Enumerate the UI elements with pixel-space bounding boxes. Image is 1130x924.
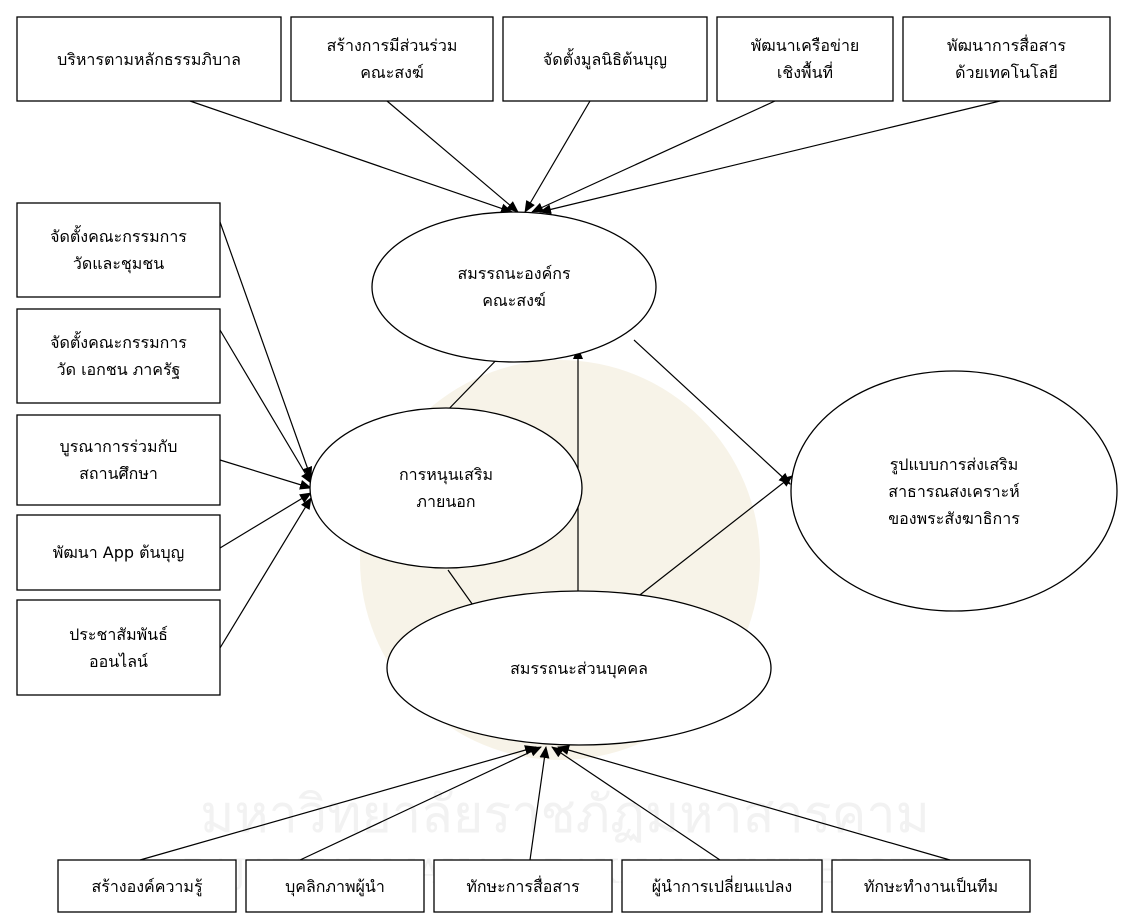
- top-box-2-label-line: สร้างการมีส่วนร่วม: [326, 36, 458, 55]
- ellipse-external-label-line: การหนุนเสริม: [398, 465, 494, 484]
- left-box-4-label-line: พัฒนา App ต้นบุญ: [52, 543, 185, 562]
- arrow-org-to-model: [633, 339, 791, 485]
- arrow-left-2: [219, 329, 312, 484]
- ellipse-org-label: สมรรถนะองค์กรคณะสงฆ์: [372, 212, 656, 362]
- bottom-box-2-label-line: บุคลิกภาพผู้นำ: [285, 876, 385, 896]
- left-box-5: [16, 599, 221, 696]
- top-box-1-label-line: บริหารตามหลักธรรมภิบาล: [57, 49, 241, 69]
- top-box-3-label-line: จัดตั้งมูลนิธิต้นบุญ: [542, 49, 668, 69]
- left-box-1-label-line: วัดและชุมชน: [72, 254, 165, 273]
- left-box-1: [16, 202, 221, 298]
- left-box-2-label-line: จัดตั้งคณะกรรมการ: [50, 333, 187, 352]
- top-box-4-label: พัฒนาเครือข่ายเชิงพื้นที่: [717, 17, 893, 101]
- top-box-3-label: จัดตั้งมูลนิธิต้นบุญ: [503, 17, 707, 101]
- top-box-4: [716, 16, 894, 102]
- ellipse-external-label: การหนุนเสริมภายนอก: [310, 408, 582, 568]
- left-box-3-label: บูรณาการร่วมกับสถานศึกษา: [17, 415, 220, 505]
- watermark-thai: มหาวิทยาลัยราชภัฏมหาสารคาม: [200, 785, 930, 845]
- top-box-5: [902, 16, 1111, 102]
- bottom-box-1-label-line: สร้างองค์ความรู้: [91, 876, 203, 896]
- ellipse-model-label-line: สาธารณสงเคราะห์: [888, 481, 1020, 501]
- left-box-4-label: พัฒนา App ต้นบุญ: [17, 515, 220, 590]
- arrow-left-1: [219, 221, 313, 479]
- arrow-top-1: [189, 100, 513, 214]
- arrow-bottom-4: [551, 746, 721, 861]
- bottom-box-4: [621, 859, 823, 913]
- left-box-1-label-line: จัดตั้งคณะกรรมการ: [50, 227, 187, 246]
- ellipse-org-label-line: คณะสงฆ์: [482, 291, 546, 310]
- ellipse-model-label-line: ของพระสังฆาธิการ: [888, 508, 1020, 528]
- ellipse-org: [371, 211, 657, 363]
- arrow-bottom-3: [529, 746, 550, 861]
- top-box-2-label: สร้างการมีส่วนร่วมคณะสงฆ์: [291, 17, 493, 101]
- arrow-left-4: [219, 492, 312, 549]
- left-box-3-label-line: บูรณาการร่วมกับ: [59, 437, 178, 456]
- left-box-2-label: จัดตั้งคณะกรรมการวัด เอกชน ภาครัฐ: [17, 309, 220, 403]
- left-box-5-label-line: ประชาสัมพันธ์: [69, 624, 168, 644]
- bottom-box-5-label-line: ทักษะทำงานเป็นทีม: [863, 876, 999, 896]
- bottom-box-1: [57, 859, 237, 913]
- top-box-1-label: บริหารตามหลักธรรมภิบาล: [17, 17, 281, 101]
- ellipse-model-label-line: รูปแบบการส่งเสริม: [889, 454, 1019, 474]
- top-box-5-label: พัฒนาการสื่อสารด้วยเทคโนโลยี: [903, 17, 1110, 101]
- arrow-left-3: [219, 459, 312, 490]
- ellipse-individual-label: สมรรถนะส่วนบุคคล: [387, 591, 771, 745]
- bottom-box-2-label: บุคลิกภาพผู้นำ: [246, 860, 424, 912]
- ellipse-external-label-line: ภายนอก: [416, 492, 476, 511]
- bottom-box-3: [433, 859, 613, 913]
- bottom-box-4-label: ผู้นำการเปลี่ยนแปลง: [622, 860, 822, 912]
- left-box-5-label-line: ออนไลน์: [89, 651, 148, 671]
- left-box-5-label: ประชาสัมพันธ์ออนไลน์: [17, 600, 220, 695]
- arrow-top-2: [386, 100, 519, 213]
- ellipse-individual-label-line: สมรรถนะส่วนบุคคล: [510, 658, 648, 678]
- top-box-4-label-line: เชิงพื้นที่: [776, 63, 834, 82]
- left-box-3-label-line: สถานศึกษา: [79, 464, 158, 483]
- bottom-box-2: [245, 859, 425, 913]
- ellipse-model-label: รูปแบบการส่งเสริมสาธารณสงเคราะห์ของพระสั…: [791, 371, 1117, 611]
- left-box-4: [16, 514, 221, 591]
- left-box-1-label: จัดตั้งคณะกรรมการวัดและชุมชน: [17, 203, 220, 297]
- arrow-bottom-2: [299, 746, 542, 861]
- left-box-2: [16, 308, 221, 404]
- bottom-box-1-label: สร้างองค์ความรู้: [58, 860, 236, 912]
- bottom-box-3-label-line: ทักษะการสื่อสาร: [466, 876, 580, 896]
- top-box-2: [290, 16, 494, 102]
- arrow-top-4: [531, 100, 776, 213]
- arrow-top-3: [524, 100, 591, 213]
- ellipse-org-label-line: สมรรถนะองค์กร: [457, 264, 571, 283]
- ellipse-external: [309, 407, 583, 569]
- top-box-4-label-line: พัฒนาเครือข่าย: [750, 36, 860, 55]
- arrow-individual-to-model: [635, 475, 793, 599]
- top-box-3: [502, 16, 708, 102]
- top-box-5-label-line: ด้วยเทคโนโลยี: [955, 63, 1058, 82]
- bottom-box-5-label: ทักษะทำงานเป็นทีม: [832, 860, 1030, 912]
- ellipse-model: [790, 370, 1118, 612]
- left-box-3: [16, 414, 221, 506]
- bottom-box-5: [831, 859, 1031, 913]
- arrow-left-5: [219, 497, 312, 649]
- arrow-top-5: [539, 100, 1001, 215]
- bottom-box-3-label: ทักษะการสื่อสาร: [434, 860, 612, 912]
- top-box-1: [16, 16, 282, 102]
- bottom-box-4-label-line: ผู้นำการเปลี่ยนแปลง: [651, 876, 793, 896]
- left-box-2-label-line: วัด เอกชน ภาครัฐ: [56, 360, 181, 379]
- top-box-2-label-line: คณะสงฆ์: [360, 63, 424, 82]
- arrow-bottom-1: [139, 745, 537, 861]
- arrow-bottom-5: [557, 745, 951, 861]
- top-box-5-label-line: พัฒนาการสื่อสาร: [947, 36, 1066, 55]
- ellipse-individual: [386, 590, 772, 746]
